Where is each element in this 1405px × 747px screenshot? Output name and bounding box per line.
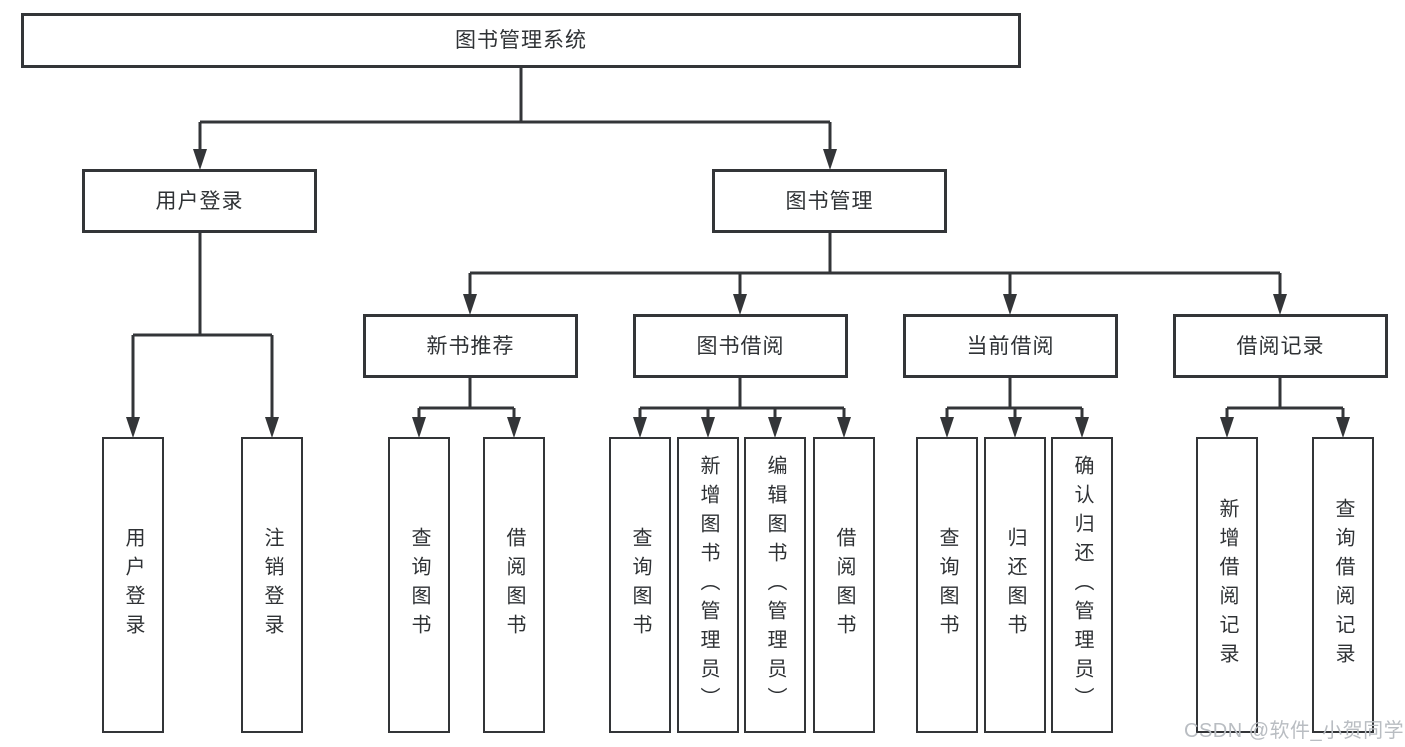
node-root: 图书管理系统 [21,13,1021,68]
leaf-query-borrow-record: 查询借阅记录 [1312,437,1374,733]
leaf-query-books-current-label: 查询图书 [936,527,958,643]
connector-current-borrow [945,378,1084,419]
node-new-book-rec: 新书推荐 [363,314,578,378]
leaf-confirm-return-admin: 确认归还（管理员） [1051,437,1113,733]
node-user-login: 用户登录 [82,169,317,233]
node-book-mgmt: 图书管理 [712,169,947,233]
node-borrow-records-label: 借阅记录 [1236,334,1325,358]
leaf-query-books-borrow-label: 查询图书 [629,527,651,643]
leaf-borrow-books-rec-label: 借阅图书 [503,527,525,643]
leaf-query-books-rec-label: 查询图书 [408,527,430,643]
arrowheads [126,149,1350,438]
connector-user-login [131,233,274,419]
leaf-user-login: 用户登录 [102,437,164,733]
connector-borrow-records [1225,378,1345,419]
node-book-borrow: 图书借阅 [633,314,848,378]
csdn-watermark: CSDN @软件_小贺同学 [1184,720,1405,742]
leaf-confirm-return-admin-label: 确认归还（管理员） [1071,454,1093,716]
leaf-query-books-current: 查询图书 [916,437,978,733]
leaf-return-books: 归还图书 [984,437,1046,733]
leaf-return-books-label: 归还图书 [1004,527,1026,643]
leaf-borrow-books-rec: 借阅图书 [483,437,545,733]
leaf-user-login-label: 用户登录 [122,527,144,643]
node-root-label: 图书管理系统 [455,29,587,52]
node-new-book-rec-label: 新书推荐 [426,334,515,358]
node-borrow-records: 借阅记录 [1173,314,1388,378]
node-user-login-label: 用户登录 [155,189,244,213]
leaf-query-books-borrow: 查询图书 [609,437,671,733]
leaf-add-borrow-record-label: 新增借阅记录 [1216,498,1238,672]
connector-new-book [417,378,516,419]
leaf-logout-label: 注销登录 [261,527,283,643]
leaf-edit-books-admin-label: 编辑图书（管理员） [764,454,786,716]
connector-root [198,68,832,151]
node-current-borrow-label: 当前借阅 [966,334,1055,358]
connector-book-borrow [638,378,846,419]
node-book-borrow-label: 图书借阅 [696,334,785,358]
leaf-query-books-rec: 查询图书 [388,437,450,733]
leaf-query-borrow-record-label: 查询借阅记录 [1332,498,1354,672]
leaf-borrow-books: 借阅图书 [813,437,875,733]
leaf-borrow-books-label: 借阅图书 [833,527,855,643]
node-current-borrow: 当前借阅 [903,314,1118,378]
leaf-logout: 注销登录 [241,437,303,733]
node-book-mgmt-label: 图书管理 [785,189,874,213]
leaf-add-borrow-record: 新增借阅记录 [1196,437,1258,733]
connector-book-mgmt [468,233,1282,296]
leaf-add-books-admin: 新增图书（管理员） [677,437,739,733]
leaf-add-books-admin-label: 新增图书（管理员） [697,454,719,716]
leaf-edit-books-admin: 编辑图书（管理员） [744,437,806,733]
